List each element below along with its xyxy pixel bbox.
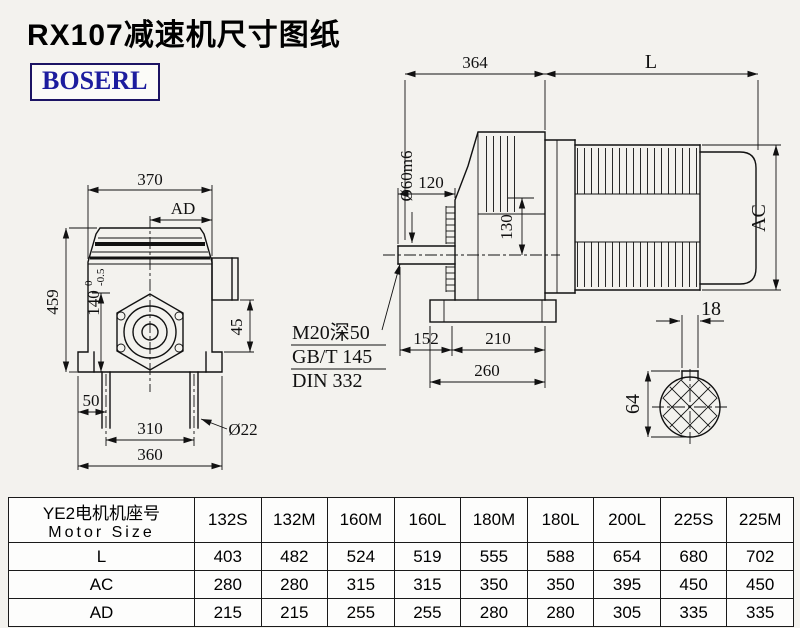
table-cell: 315 [393,570,462,599]
motor-size-header-en: Motor Size [48,523,155,541]
dim-ad-label: AD [171,199,196,218]
dim-140-label: 140 0 -0.5 [83,268,107,316]
table-cell: 524 [327,542,395,571]
table-cell: 215 [194,598,262,627]
table-cell: 482 [260,542,329,571]
table-cell: 702 [726,542,794,571]
dim-152-label: 152 [413,329,439,348]
dim-260-label: 260 [474,361,500,380]
table-col-header: 200L [593,497,661,543]
table-cell: 335 [726,598,794,627]
dim-l-label: L [645,51,657,73]
motor-size-table: YE2电机机座号 Motor Size 132S 132M 160M 160L … [8,497,794,627]
front-view-drawing: 370 AD 459 140 0 -0.5 45 50 310 360 Ø22 [43,170,258,470]
motor-size-header-cn: YE2电机机座号 [42,503,161,523]
table-row-ad: AD 215 215 255 255 280 280 305 335 335 [8,598,794,627]
table-cell: 395 [593,570,661,599]
dim-shaft-dia-label: Ø60m6 [397,151,416,202]
table-cell: 588 [526,542,595,571]
side-view-drawing: 364 L Ø60m6 120 130 AC M20深50 GB/T 145 D… [291,51,781,392]
table-cell: 450 [659,570,728,599]
row-label: AD [8,598,195,627]
table-cell: 654 [593,542,661,571]
dim-120-label: 120 [418,173,444,192]
dim-364-label: 364 [462,53,488,72]
table-cell: 350 [460,570,528,599]
dim-370-label: 370 [137,170,163,189]
table-cell: 280 [194,570,262,599]
table-row-ac: AC 280 280 315 315 350 350 395 450 450 [8,570,794,599]
table-cell: 555 [460,542,528,571]
table-header-row: YE2电机机座号 Motor Size 132S 132M 160M 160L … [8,497,794,543]
table-col-header: 160M [327,497,395,543]
table-cell: 315 [327,570,395,599]
table-header-motor-size: YE2电机机座号 Motor Size [8,497,195,543]
table-cell: 280 [260,570,329,599]
table-cell: 215 [260,598,329,627]
dim-130-label: 130 [497,214,516,240]
tap-note-line1: M20深50 [292,321,370,344]
table-col-header: 225S [659,497,728,543]
table-col-header: 132M [260,497,329,543]
dim-64-label: 64 [622,394,644,414]
dim-ac-label: AC [748,204,770,232]
svg-text:-0.5: -0.5 [95,268,107,286]
svg-text:0: 0 [83,280,95,286]
shaft-end-view-drawing: 18 64 [622,298,728,445]
dim-459-label: 459 [43,289,62,315]
table-cell: 335 [659,598,728,627]
table-cell: 519 [393,542,462,571]
dim-50-label: 50 [83,391,100,410]
brand-logo: BOSERL [30,63,160,101]
dim-45-label: 45 [227,319,246,336]
page-title: RX107减速机尺寸图纸 [27,19,341,52]
dim-310-label: 310 [137,419,163,438]
dim-bolt-dia-label: Ø22 [228,420,257,439]
tap-note-line2: GB/T 145 [292,346,372,368]
table-col-header: 160L [393,497,462,543]
table-col-header: 225M [726,497,794,543]
svg-text:140: 140 [84,290,103,316]
dimension-drawing: 370 AD 459 140 0 -0.5 45 50 310 360 Ø22 [43,51,781,470]
table-row-l: L 403 482 524 519 555 588 654 680 702 [8,542,794,571]
table-cell: 280 [526,598,595,627]
table-cell: 280 [460,598,528,627]
table-col-header: 132S [194,497,262,543]
row-label: L [8,542,195,571]
table-cell: 450 [726,570,794,599]
table-col-header: 180M [460,497,528,543]
dim-210-label: 210 [485,329,511,348]
tap-note-line3: DIN 332 [292,370,363,392]
row-label: AC [8,570,195,599]
dim-360-label: 360 [137,445,163,464]
table-col-header: 180L [526,497,595,543]
dim-18-label: 18 [701,298,721,320]
table-cell: 403 [194,542,262,571]
table-cell: 305 [593,598,661,627]
table-cell: 680 [659,542,728,571]
table-cell: 255 [393,598,462,627]
table-cell: 350 [526,570,595,599]
table-cell: 255 [327,598,395,627]
